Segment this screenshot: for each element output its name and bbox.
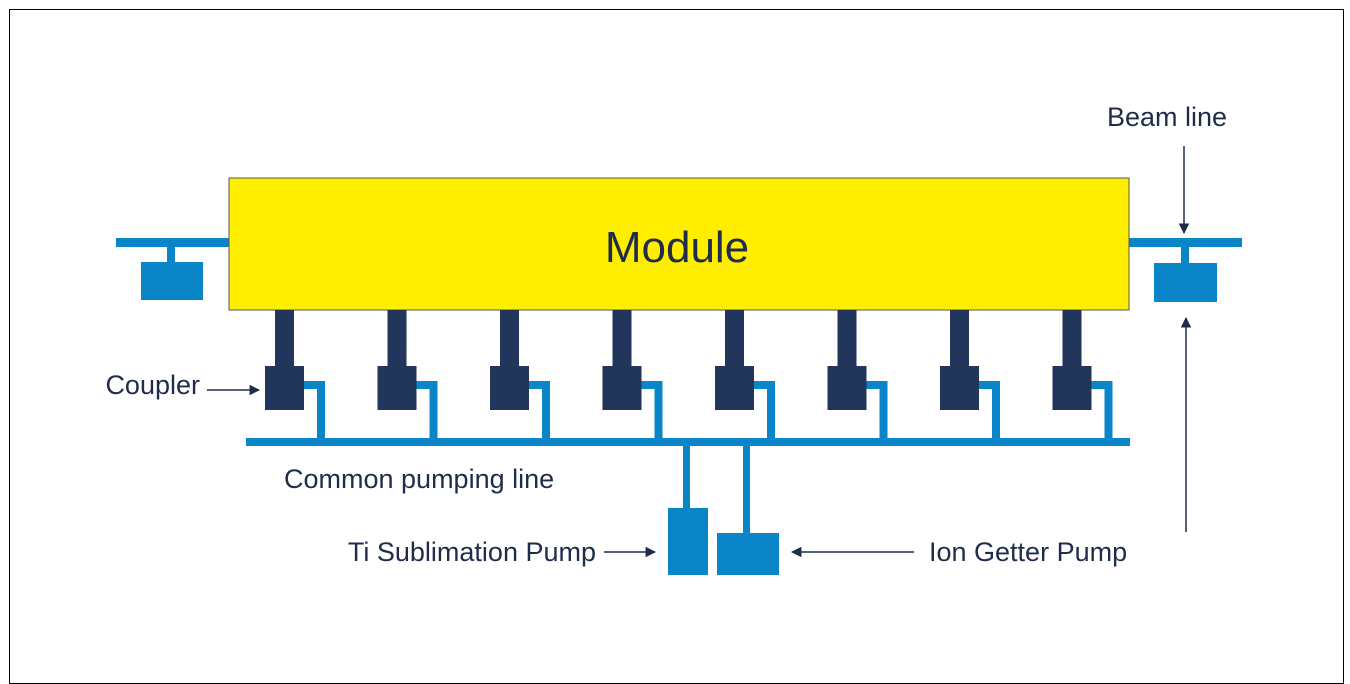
coupler-branch-vertical	[317, 381, 325, 441]
coupler-stem	[387, 310, 407, 370]
coupler-stem	[500, 310, 519, 370]
coupler-branch-horizontal	[866, 381, 887, 389]
beam-line-label: Beam line	[1107, 102, 1227, 132]
coupler-branch-vertical	[429, 381, 438, 441]
beam-line-right	[1128, 238, 1242, 302]
coupler-body	[940, 366, 979, 410]
coupler-branch-vertical	[1104, 381, 1113, 441]
coupler-body	[827, 366, 867, 410]
beam-pump-right	[1154, 263, 1217, 302]
coupler-body	[602, 366, 642, 410]
coupler-branch-horizontal	[1091, 381, 1112, 389]
coupler-body	[265, 366, 304, 410]
ion-getter-pump-label: Ion Getter Pump	[929, 537, 1127, 567]
coupler-label: Coupler	[105, 370, 200, 400]
coupler-branch-vertical	[542, 381, 550, 441]
coupler-body	[377, 366, 417, 410]
coupler-branch-horizontal	[304, 381, 324, 389]
coupler-stem	[725, 310, 744, 370]
beam-pump-left	[141, 262, 203, 300]
coupler-branch-horizontal	[416, 381, 437, 389]
beam-pipe-right	[1128, 238, 1242, 247]
module-label: Module	[605, 223, 749, 272]
coupler-branch-horizontal	[529, 381, 549, 389]
coupler-branch-vertical	[654, 381, 663, 441]
coupler-branch-horizontal	[979, 381, 999, 389]
common-pumping-line-label: Common pumping line	[284, 464, 554, 494]
coupler-branch-vertical	[879, 381, 888, 441]
coupler-body	[1052, 366, 1092, 410]
ion-getter-pump	[717, 533, 779, 575]
ion-pump-pipe	[743, 444, 750, 536]
coupler-branch-vertical	[992, 381, 1000, 441]
coupler-branch-horizontal	[641, 381, 662, 389]
coupler-stem	[950, 310, 969, 370]
coupler-stem	[275, 310, 294, 370]
beam-pump-stub-right	[1181, 245, 1189, 265]
ti-pump-pipe	[683, 444, 690, 510]
coupler-stem	[1062, 310, 1082, 370]
ti-sublimation-pump-label: Ti Sublimation Pump	[348, 537, 596, 567]
coupler-branch-horizontal	[754, 381, 774, 389]
coupler-branch-vertical	[767, 381, 775, 441]
ti-sublimation-pump	[668, 508, 708, 575]
beam-pipe-left	[116, 238, 230, 247]
coupler-group	[265, 310, 1113, 441]
coupler-body	[490, 366, 529, 410]
common-pumping-line	[246, 438, 1130, 446]
beam-pump-stub-left	[167, 245, 175, 265]
beam-line-left	[116, 238, 230, 300]
coupler-stem	[612, 310, 632, 370]
module-box	[228, 177, 1130, 311]
coupler-body	[715, 366, 754, 410]
coupler-stem	[837, 310, 857, 370]
